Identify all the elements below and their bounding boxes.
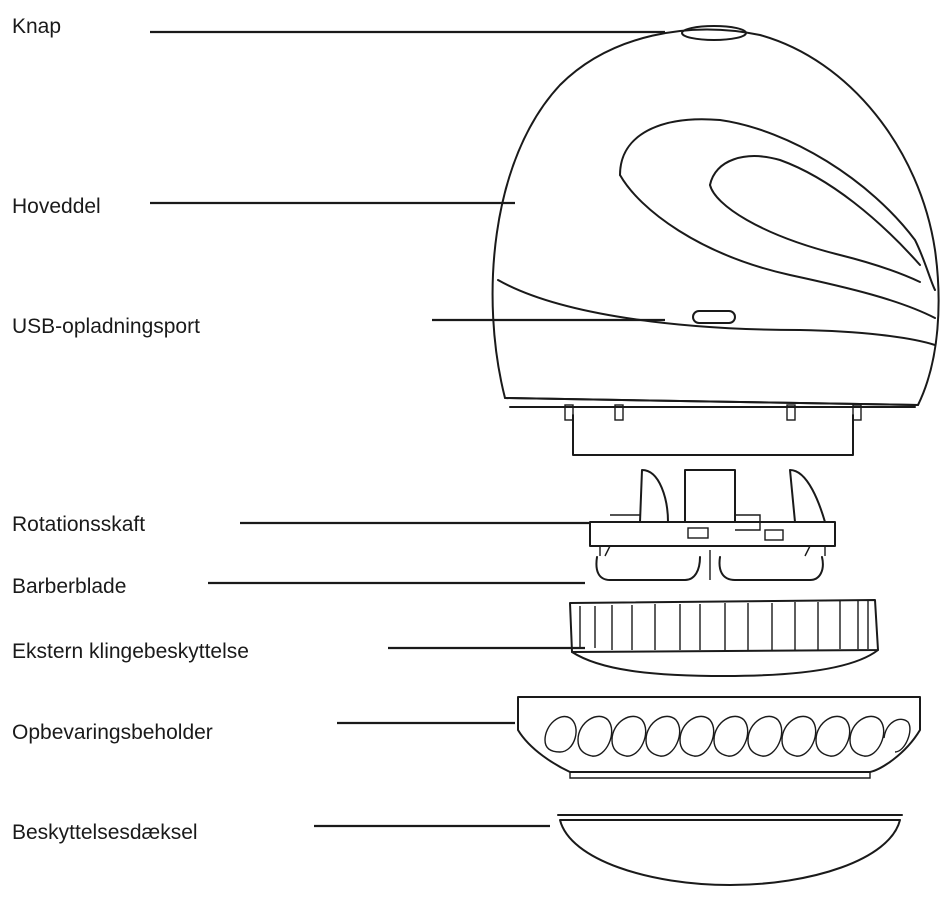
body-mount-part (565, 405, 861, 455)
label-storage-container: Opbevaringsbeholder (12, 722, 213, 743)
protective-cover-part (558, 815, 902, 885)
button-part (682, 26, 746, 40)
label-outer-blade-guard: Ekstern klingebeskyttelse (12, 641, 249, 662)
label-protective-cover: Beskyttelsesdæksel (12, 822, 198, 843)
storage-container-part (518, 697, 920, 778)
usb-port-part (693, 311, 735, 323)
blades-part (596, 550, 822, 580)
rotation-shaft-part (590, 470, 835, 556)
label-blades: Barberblade (12, 576, 126, 597)
main-body-part (493, 29, 939, 407)
outer-blade-guard-part (570, 600, 878, 676)
label-body: Hoveddel (12, 196, 101, 217)
label-button: Knap (12, 16, 61, 37)
label-usb-port: USB-opladningsport (12, 316, 200, 337)
label-rotation-shaft: Rotationsskaft (12, 514, 145, 535)
